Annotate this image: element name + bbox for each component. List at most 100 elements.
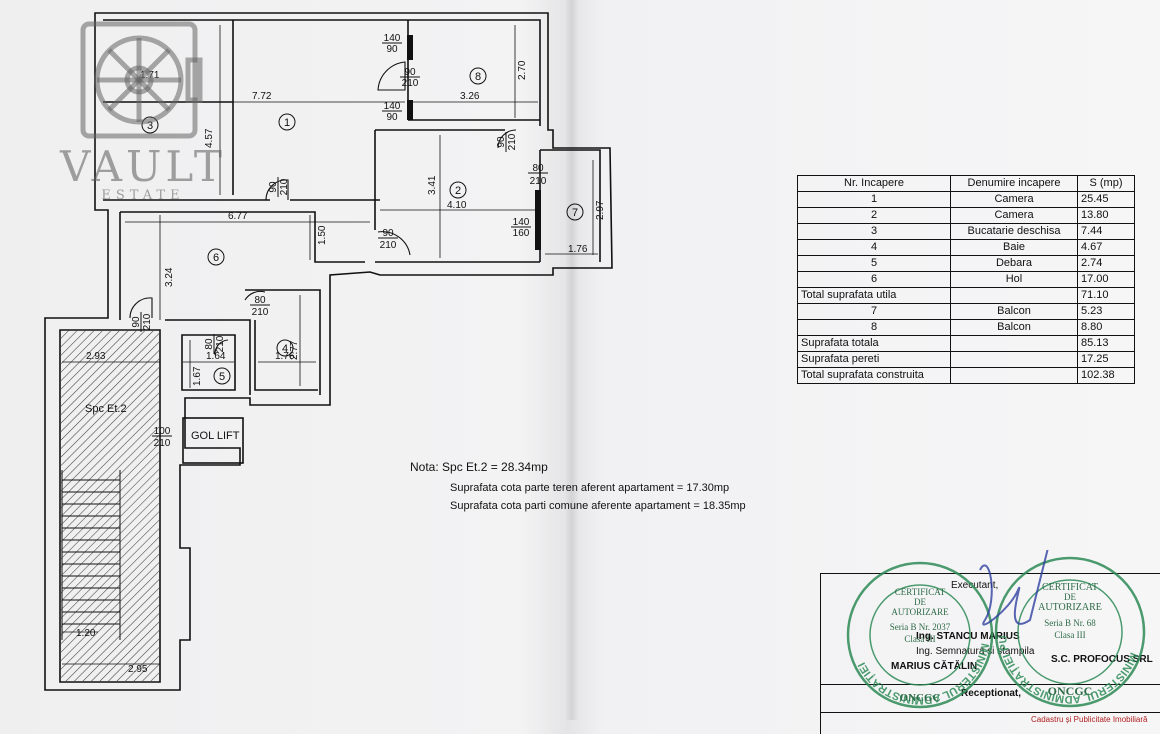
svg-text:80: 80 <box>532 163 544 174</box>
left-seal-t5: Clasa III <box>904 634 935 644</box>
right-seal-bottom: ONCGC <box>1048 684 1093 698</box>
dim-text: 6.77 <box>228 211 248 222</box>
svg-text:80: 80 <box>254 295 266 306</box>
svg-text:210: 210 <box>252 307 269 318</box>
table-header-row: Nr. Incapere Denumire incapere S (mp) <box>797 175 1135 192</box>
engineer-name: Ing. STANCU MARIUS <box>916 631 1020 642</box>
svg-text:210: 210 <box>402 78 419 89</box>
room-number-4: 4 <box>282 343 288 355</box>
svg-text:210: 210 <box>142 313 153 330</box>
right-seal-t3: AUTORIZARE <box>1038 602 1102 613</box>
dim-text: 1.64 <box>206 351 226 362</box>
logo-word: VAULT <box>60 142 226 191</box>
dim-text: 1.20 <box>76 628 96 639</box>
svg-text:140: 140 <box>384 33 401 44</box>
left-seal-t3: AUTORIZARE <box>891 607 949 617</box>
dim-text: 2.95 <box>128 664 148 675</box>
svg-text:90: 90 <box>496 136 507 148</box>
stair-steps <box>61 470 121 640</box>
logo-sub: ESTATE <box>101 188 185 203</box>
svg-text:90: 90 <box>404 67 416 78</box>
engineer-second-name: MARIUS CĂTĂLIN <box>891 661 978 672</box>
svg-text:80: 80 <box>204 338 215 350</box>
signature <box>979 550 1049 626</box>
right-seal-t4: Seria B Nr. 68 <box>1044 618 1096 628</box>
executant-label: Executant, <box>951 580 999 591</box>
paper-fold <box>565 0 579 720</box>
vault-wheel-icon <box>80 21 203 139</box>
dim-text: 2.93 <box>86 351 106 362</box>
right-seal-t2: DE <box>1064 592 1076 602</box>
svg-text:210: 210 <box>279 178 290 195</box>
spc-label: Spc Et.2 <box>85 403 127 415</box>
vault-estate-logo: VAULT ESTATE <box>48 20 238 230</box>
svg-text:90: 90 <box>382 228 394 239</box>
left-seal-t1: CERTIFICAT <box>895 587 946 597</box>
floor-plan: 1 2 3 4 5 6 7 8 1.71 7.72 4.57 3.26 2.70… <box>44 12 613 691</box>
svg-text:210: 210 <box>154 438 171 449</box>
note-comune: Suprafata cota parti comune aferente apa… <box>450 500 746 512</box>
dim-text: 7.72 <box>252 91 272 102</box>
stair-hatch <box>61 331 159 681</box>
dim-text: 2.97 <box>595 200 606 220</box>
dim-text: 3.24 <box>164 267 175 287</box>
dim-text: 2.70 <box>517 60 528 80</box>
room-number-8: 8 <box>475 71 481 83</box>
svg-text:210: 210 <box>530 176 547 187</box>
svg-text:100: 100 <box>154 426 171 437</box>
svg-text:90: 90 <box>386 44 398 55</box>
receptionat-label: Receptionat, <box>961 688 1022 699</box>
note-spc: Nota: Spc Et.2 = 28.34mp <box>410 460 548 474</box>
company-name: S.C. PROFOCUS SRL <box>1051 654 1153 665</box>
dim-text: 1.67 <box>192 366 203 386</box>
left-seal-bottom: ONCGC <box>900 692 941 704</box>
dim-text: 1.76 <box>275 351 295 362</box>
svg-text:160: 160 <box>513 228 530 239</box>
dim-text: 1.50 <box>317 225 328 245</box>
right-seal-t5: Clasa III <box>1054 630 1085 640</box>
room-number-3: 3 <box>147 120 153 132</box>
outer-wall <box>44 12 613 691</box>
room-number-1: 1 <box>284 117 290 129</box>
svg-text:210: 210 <box>380 240 397 251</box>
note-teren: Suprafata cota parte teren aferent apart… <box>450 482 730 494</box>
header-area: S (mp) <box>1077 175 1135 192</box>
room-number-5: 5 <box>219 371 225 383</box>
seals: MINISTERUL ADMINISTRAȚIEI MINISTERUL ADM… <box>840 550 1146 709</box>
right-seal-t1: CERTIFICAT <box>1042 582 1098 593</box>
room-number-6: 6 <box>213 252 219 264</box>
lift-label: GOL LIFT <box>191 430 240 442</box>
svg-text:210: 210 <box>507 133 518 150</box>
room-number-7: 7 <box>572 207 578 219</box>
header-nr: Nr. Incapere <box>797 175 951 192</box>
dim-text: 2.77 <box>289 340 300 360</box>
svg-text:140: 140 <box>513 217 530 228</box>
left-seal <box>846 561 994 709</box>
dim-text: 3.41 <box>427 175 438 195</box>
svg-text:140: 140 <box>384 101 401 112</box>
room-number-2: 2 <box>455 185 461 197</box>
left-seal-t4: Seria B Nr. 2037 <box>890 622 951 632</box>
dim-text: 1.76 <box>568 244 588 255</box>
dim-text: 4.57 <box>204 128 215 148</box>
